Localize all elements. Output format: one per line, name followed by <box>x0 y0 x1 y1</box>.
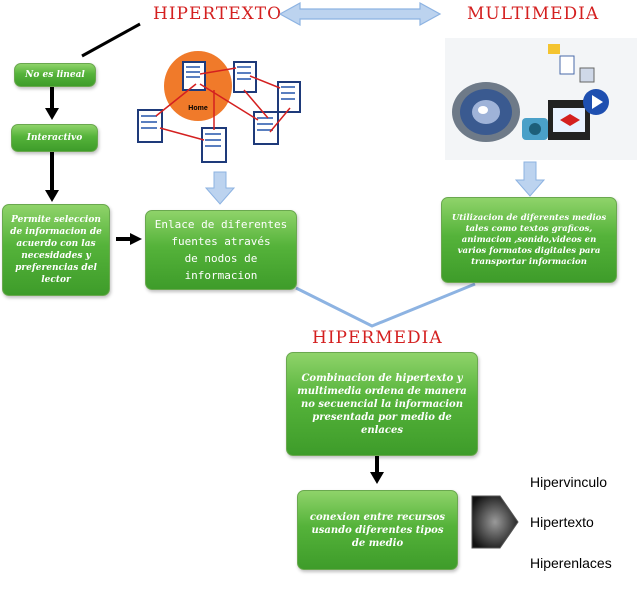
hipertexto-line-2: fuentes através <box>171 235 271 248</box>
folder-icon <box>548 44 560 54</box>
permite-box: Permite seleccion de informacion de acue… <box>2 204 110 296</box>
down-arrow-icon-3 <box>370 456 384 484</box>
hipertexto-line-1: Enlace de diferentes <box>154 218 288 231</box>
merge-lines <box>295 282 476 328</box>
list-item-hipervinculo: Hipervinculo <box>530 474 608 490</box>
home-label: Home <box>188 105 208 112</box>
multimedia-text: Utilizacion de diferentes medios tales c… <box>451 212 607 267</box>
blue-down-arrow-icon-1 <box>204 171 236 205</box>
multimedia-title: MULTIMEDIA <box>467 4 600 24</box>
list-item-hiperenlaces: Hiperenlaces <box>530 555 612 571</box>
film-strip-icon <box>548 100 590 140</box>
list-item-hipertexto: Hipertexto <box>530 514 594 530</box>
hipermedia-text: Combinacion de hipertexto y multimedia o… <box>297 372 467 436</box>
multimedia-box: Utilizacion de diferentes medios tales c… <box>441 197 617 283</box>
down-arrow-icon-1 <box>45 87 59 120</box>
blue-down-arrow-icon-2 <box>514 161 546 197</box>
conexion-box: conexion entre recursos usando diferente… <box>297 490 458 570</box>
document-icon <box>559 55 575 75</box>
conexion-text: conexion entre recursos usando diferente… <box>309 511 446 549</box>
play-icon <box>583 89 609 115</box>
no-lineal-text: No es lineal <box>25 70 85 80</box>
down-arrow-icon-2 <box>45 152 59 202</box>
hipertexto-line-3: de nodos de informacion <box>184 252 258 282</box>
image-icon <box>579 67 595 83</box>
hipertexto-box: Enlace de diferentes fuentes através de … <box>145 210 297 290</box>
permite-text: Permite seleccion de informacion de acue… <box>10 215 102 285</box>
pentagon-arrow-icon <box>471 495 519 549</box>
interactivo-text: Interactivo <box>26 133 83 143</box>
right-arrow-icon <box>116 233 142 245</box>
no-lineal-box: No es lineal <box>14 63 96 87</box>
speaker-icon <box>452 82 520 142</box>
hipertexto-title: HIPERTEXTO <box>153 4 283 24</box>
double-arrow-icon <box>278 1 442 27</box>
hipermedia-title: HIPERMEDIA <box>312 328 443 348</box>
camera-icon <box>522 118 548 140</box>
interactivo-box: Interactivo <box>11 124 98 152</box>
hipermedia-box: Combinacion de hipertexto y multimedia o… <box>286 352 478 456</box>
diagonal-line <box>81 22 141 58</box>
